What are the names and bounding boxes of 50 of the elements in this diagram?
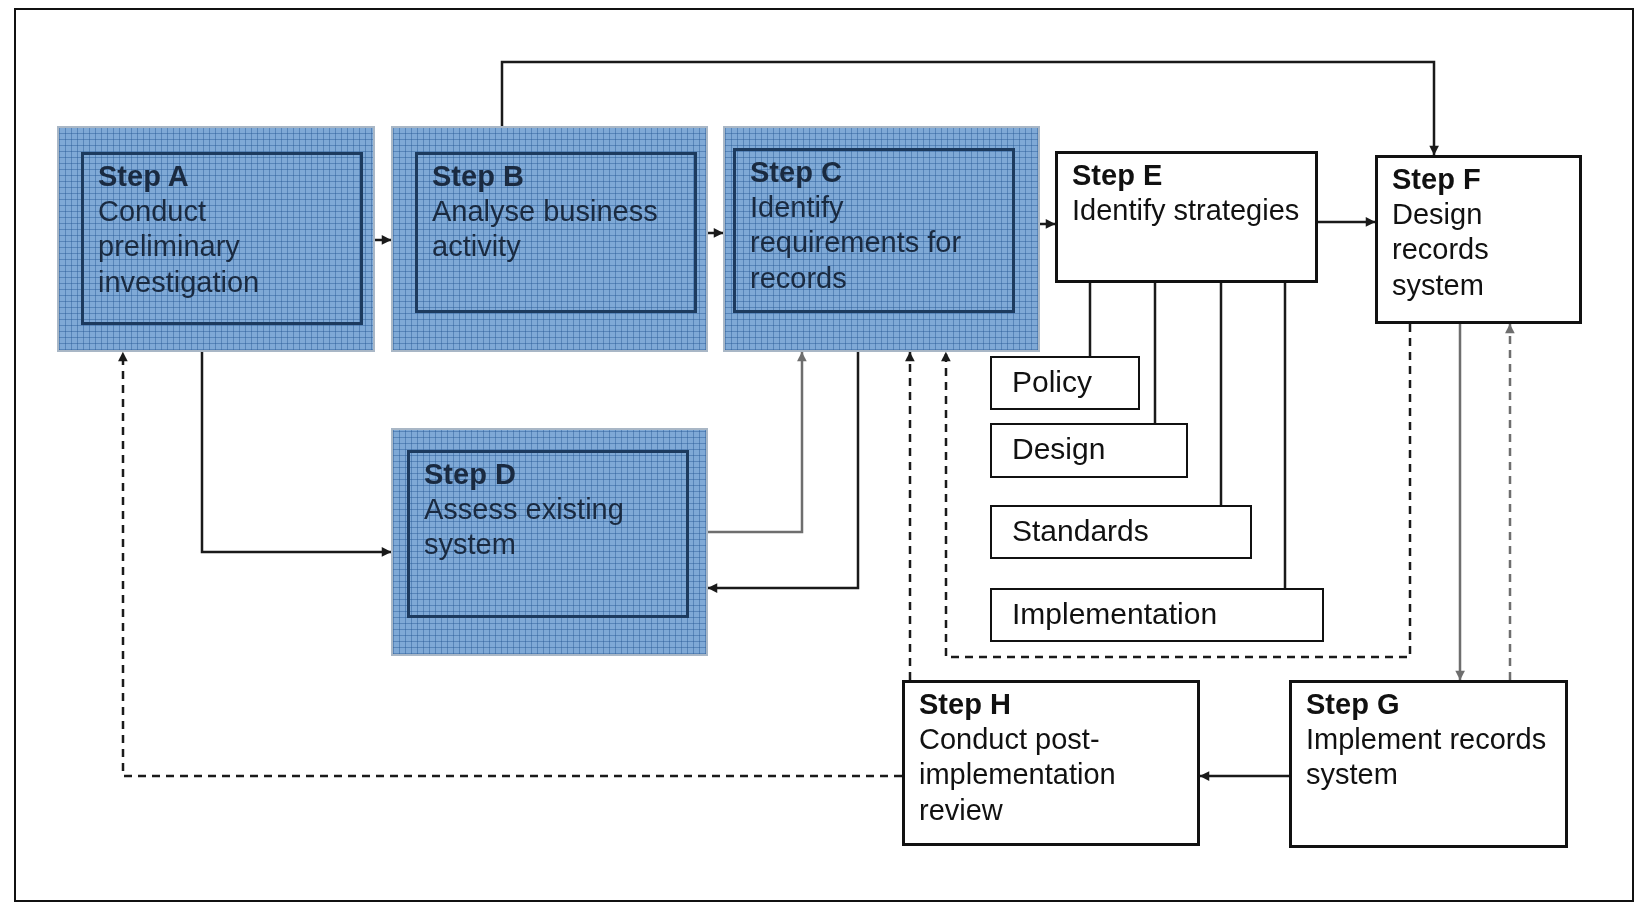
strategy-label: Design bbox=[1012, 432, 1106, 465]
step-title: Step H bbox=[919, 687, 1012, 722]
connector-line bbox=[1219, 283, 1223, 505]
arrow bbox=[118, 351, 902, 778]
strategy-label: Implementation bbox=[1012, 597, 1218, 630]
arrow bbox=[1318, 217, 1376, 227]
arrow bbox=[200, 352, 392, 557]
process-box bbox=[1289, 680, 1568, 848]
strategy-label: Policy bbox=[1012, 365, 1093, 398]
step-description: Identify requirements for records bbox=[750, 189, 963, 296]
arrow bbox=[941, 324, 1412, 659]
process-box bbox=[1055, 151, 1318, 283]
arrow bbox=[1505, 323, 1515, 680]
strategy-box bbox=[990, 423, 1188, 478]
connector-line bbox=[1088, 283, 1092, 356]
step-title: Step A bbox=[98, 159, 190, 194]
strategy-box bbox=[990, 356, 1140, 410]
strategy-box bbox=[990, 505, 1252, 559]
step-title: Step E bbox=[1072, 158, 1164, 193]
process-box bbox=[902, 680, 1200, 846]
arrow bbox=[707, 352, 860, 593]
step-description: Implement records system bbox=[1306, 721, 1548, 793]
arrow bbox=[708, 351, 807, 534]
arrow bbox=[1455, 324, 1465, 681]
step-description: Conduct post-implementation review bbox=[919, 721, 1117, 828]
strategy-label: Standards bbox=[1012, 514, 1149, 547]
process-panel bbox=[391, 428, 708, 656]
process-panel bbox=[57, 126, 375, 352]
step-description: Conduct preliminary investigation bbox=[98, 193, 261, 300]
arrow bbox=[500, 60, 1439, 156]
process-panel bbox=[723, 126, 1040, 352]
arrow bbox=[1040, 219, 1056, 229]
arrow bbox=[905, 351, 915, 680]
step-title: Step D bbox=[424, 457, 517, 492]
arrow bbox=[1199, 771, 1289, 781]
connector-line bbox=[1153, 283, 1157, 423]
step-title: Step B bbox=[432, 159, 525, 194]
step-description: Assess existing system bbox=[424, 491, 625, 563]
step-description: Identify strategies bbox=[1072, 192, 1301, 228]
step-title: Step G bbox=[1306, 687, 1401, 722]
connector-line bbox=[1283, 283, 1287, 588]
arrow bbox=[375, 235, 392, 245]
process-panel bbox=[391, 126, 708, 352]
process-box bbox=[1375, 155, 1582, 324]
strategy-box bbox=[990, 588, 1324, 642]
step-title: Step F bbox=[1392, 162, 1482, 197]
arrow bbox=[708, 228, 724, 238]
step-description: Design records system bbox=[1392, 196, 1490, 303]
step-description: Analyse business activity bbox=[432, 193, 659, 265]
step-title: Step C bbox=[750, 155, 843, 190]
